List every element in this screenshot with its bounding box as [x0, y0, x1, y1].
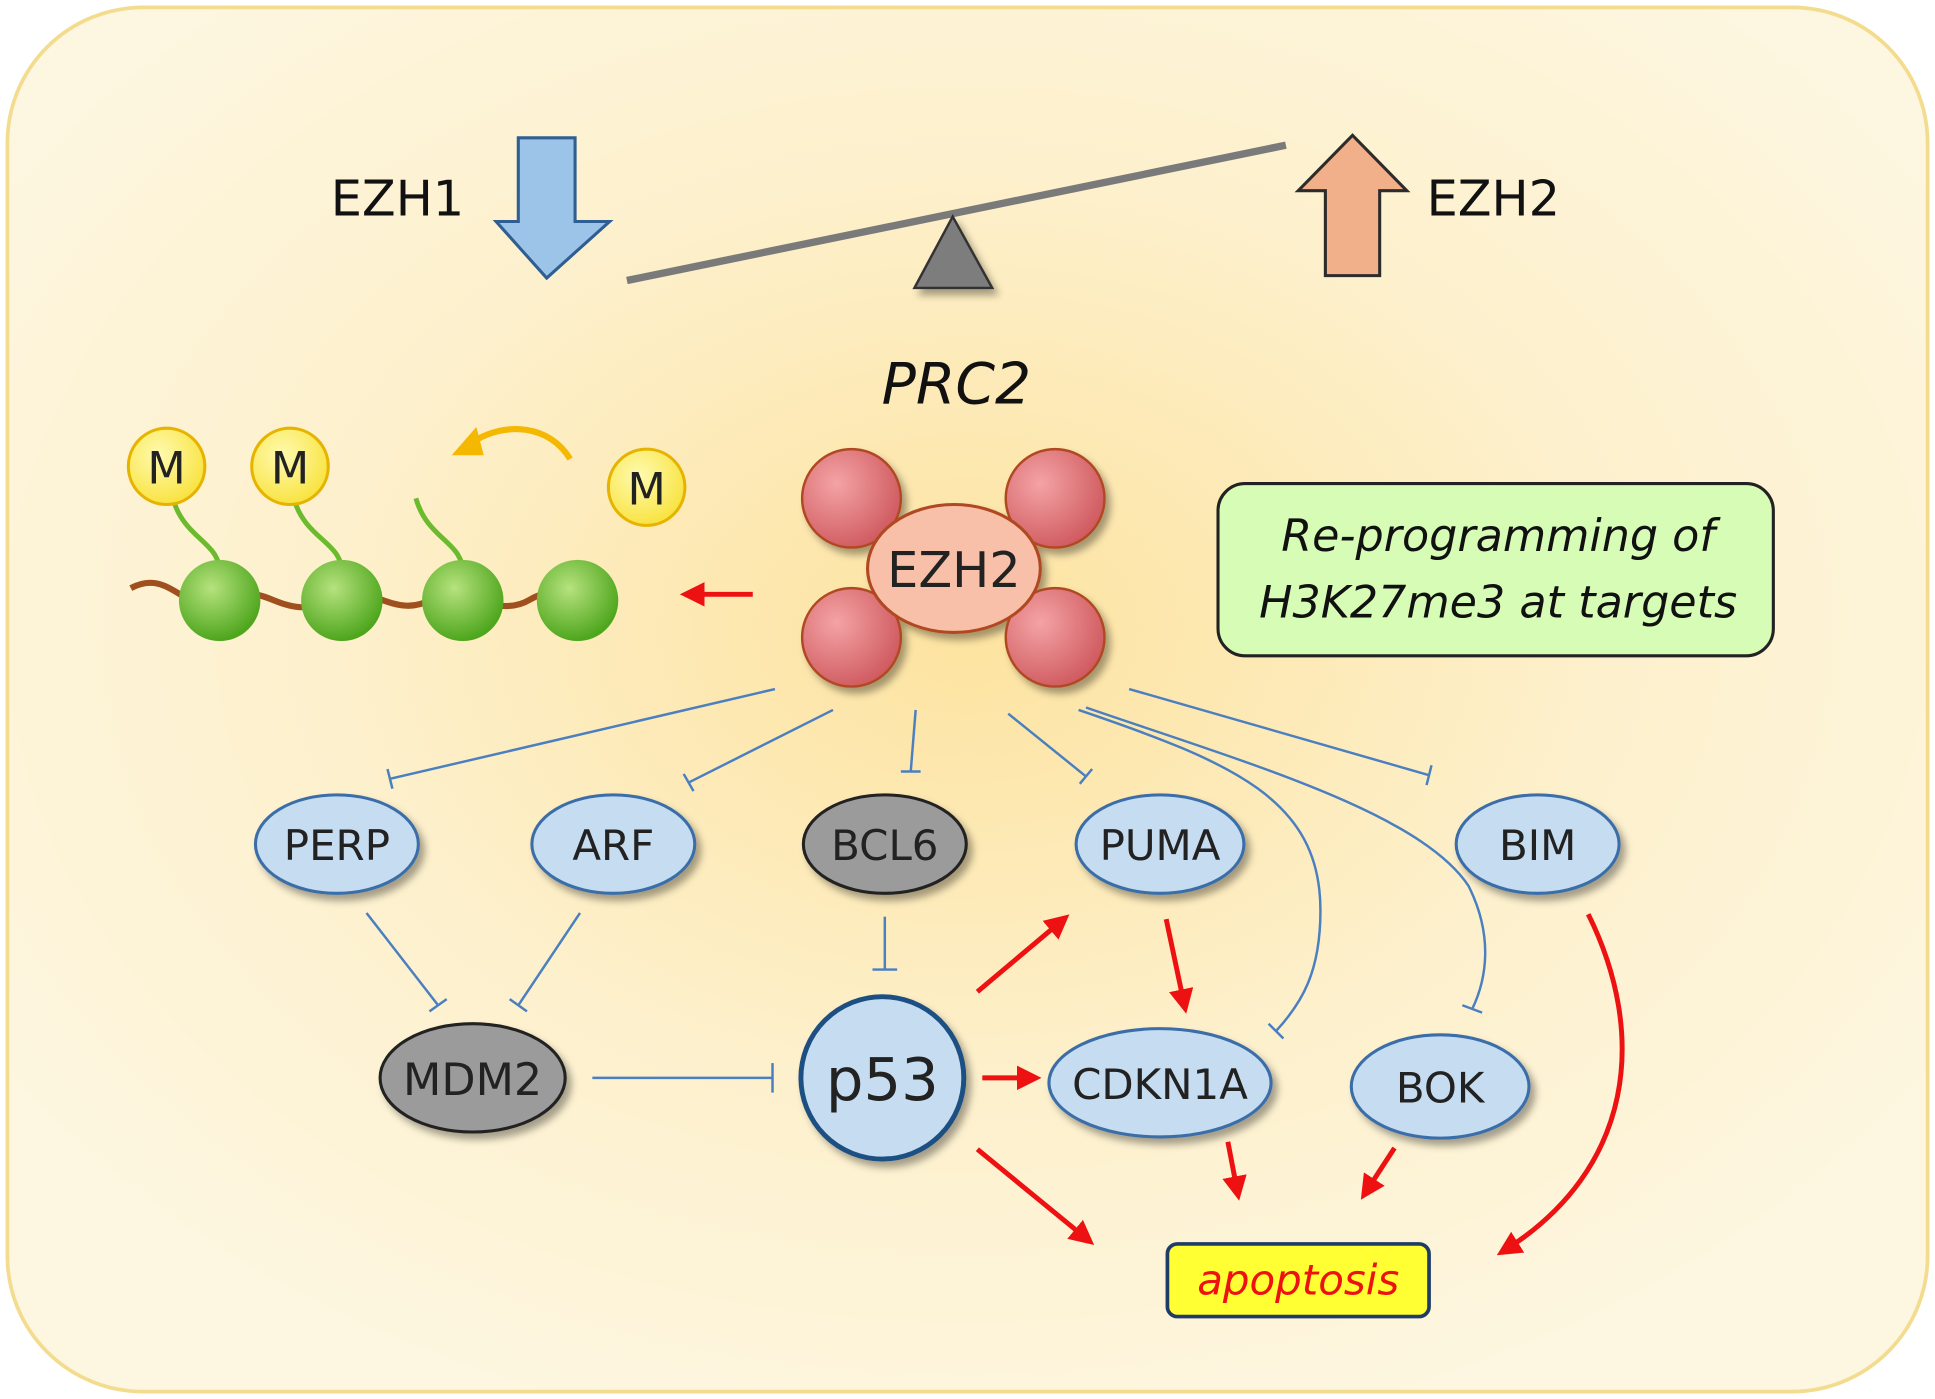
- inhibit-perp: [389, 687, 776, 781]
- p53-label: p53: [826, 1045, 939, 1114]
- prc2-lobe: [800, 586, 903, 688]
- arf-node: ARF: [530, 793, 697, 895]
- arf-ellipse: [530, 793, 697, 895]
- methyl-mark: [606, 447, 687, 527]
- cdkn1a-activates-apoptosis: [1222, 1141, 1247, 1201]
- up-arrow-icon: [1294, 133, 1411, 278]
- p53-activates-puma: [975, 914, 1070, 994]
- perp-label: PERP: [284, 821, 390, 870]
- prc2-lobe: [800, 447, 903, 549]
- callout-line-2: H3K27me3 at targets: [1259, 578, 1737, 629]
- bim-activates-apoptosis: [1496, 913, 1625, 1256]
- methyl-transfer-arrowhead: [451, 426, 484, 456]
- cdkn1a-label: CDKN1A: [1072, 1060, 1248, 1109]
- apoptosis-box: [1165, 1242, 1431, 1319]
- ezh2-core-label: EZH2: [887, 541, 1020, 599]
- apoptosis-outcome: apoptosis: [1165, 1242, 1431, 1319]
- methyl-transfer-arrow: [473, 426, 573, 461]
- activation-arrows: [975, 913, 1625, 1256]
- perp-node: PERP: [253, 793, 420, 895]
- p53-circle: [798, 994, 967, 1162]
- bok-node: BOK: [1349, 1033, 1531, 1140]
- arf-label: ARF: [572, 821, 654, 870]
- ezh2-balance-label: EZH2: [1427, 169, 1560, 227]
- prc2-inhibitions: [386, 687, 1487, 1040]
- inhibit-cdkn1a: [1078, 708, 1322, 1032]
- mdm2-ellipse: [378, 1022, 567, 1134]
- callout-line-1: Re-programming of: [1281, 511, 1721, 562]
- puma-activates-cdkn1a: [1163, 918, 1194, 1014]
- ezh2-increase: EZH2: [1294, 133, 1560, 278]
- arf-inhibits-mdm2: [517, 912, 582, 1006]
- seesaw-beam: [626, 141, 1287, 285]
- methyl-mark-label: M: [627, 465, 665, 516]
- bim-ellipse: [1454, 793, 1621, 895]
- methyl-mark-label: M: [271, 444, 309, 495]
- background-frame: [5, 5, 1930, 1394]
- seesaw-fulcrum: [912, 213, 995, 290]
- prc2-lobe: [1004, 586, 1106, 688]
- prc2-title: PRC2: [882, 352, 1031, 418]
- cdkn1a-node: CDKN1A: [1047, 1027, 1273, 1139]
- bim-label: BIM: [1499, 821, 1576, 870]
- arf-inhibits-mdm2-bar: [508, 998, 528, 1013]
- bcl6-ellipse: [801, 793, 968, 895]
- reprogramming-callout: Re-programming of H3K27me3 at targets: [1216, 482, 1775, 658]
- bim-node: BIM: [1454, 793, 1621, 895]
- pathway-inhibitions: [365, 912, 898, 1093]
- inhibit-perp-bar: [386, 768, 394, 790]
- puma-node: PUMA: [1074, 793, 1246, 895]
- nucleosome: [178, 559, 261, 642]
- mdm2-label: MDM2: [403, 1055, 542, 1106]
- methyl-mark: [250, 426, 330, 507]
- puma-label: PUMA: [1100, 821, 1221, 870]
- inhibit-puma-bar: [1078, 768, 1094, 785]
- bcl6-label: BCL6: [831, 821, 938, 870]
- down-arrow-icon: [492, 136, 614, 281]
- p53-activates-apoptosis: [975, 1147, 1095, 1245]
- puma-ellipse: [1074, 793, 1246, 895]
- ezh1-label: EZH1: [331, 169, 464, 227]
- p53-node: p53: [798, 994, 967, 1162]
- prc2-complex: [800, 447, 1106, 688]
- chromatin-fiber: M M M: [126, 426, 687, 642]
- cdkn1a-ellipse: [1047, 1027, 1273, 1139]
- inhibit-cdkn1a-bar: [1267, 1022, 1285, 1040]
- nucleosome: [301, 559, 383, 642]
- seesaw-balance: [626, 141, 1287, 290]
- mdm2-node: MDM2: [378, 1022, 567, 1134]
- ezh1-decrease: EZH1: [331, 136, 614, 281]
- ezh2-core: [865, 502, 1042, 634]
- apoptosis-label: apoptosis: [1197, 1255, 1399, 1304]
- nucleosome: [536, 559, 619, 642]
- inhibit-bok-bar: [1461, 1004, 1483, 1014]
- perp-inhibits-mdm2-bar: [428, 998, 448, 1013]
- nucleosome: [422, 559, 504, 642]
- inhibit-bim: [1128, 687, 1430, 777]
- bcl6-node: BCL6: [801, 793, 968, 895]
- inhibit-puma: [1007, 712, 1087, 778]
- inhibit-bok: [1085, 706, 1487, 1010]
- perp-ellipse: [253, 793, 420, 895]
- methyl-mark-label: M: [147, 444, 185, 495]
- prc2-lobe: [1004, 447, 1106, 549]
- inhibit-arf: [688, 708, 834, 784]
- bok-label: BOK: [1396, 1064, 1486, 1113]
- inhibit-bcl6: [909, 709, 917, 772]
- callout-box: [1216, 482, 1775, 658]
- inhibit-arf-bar: [682, 773, 695, 792]
- bok-activates-apoptosis: [1360, 1146, 1397, 1200]
- methyl-mark: [126, 426, 207, 507]
- bok-ellipse: [1349, 1033, 1531, 1140]
- perp-inhibits-mdm2: [365, 912, 440, 1007]
- inhibit-bim-bar: [1425, 765, 1433, 786]
